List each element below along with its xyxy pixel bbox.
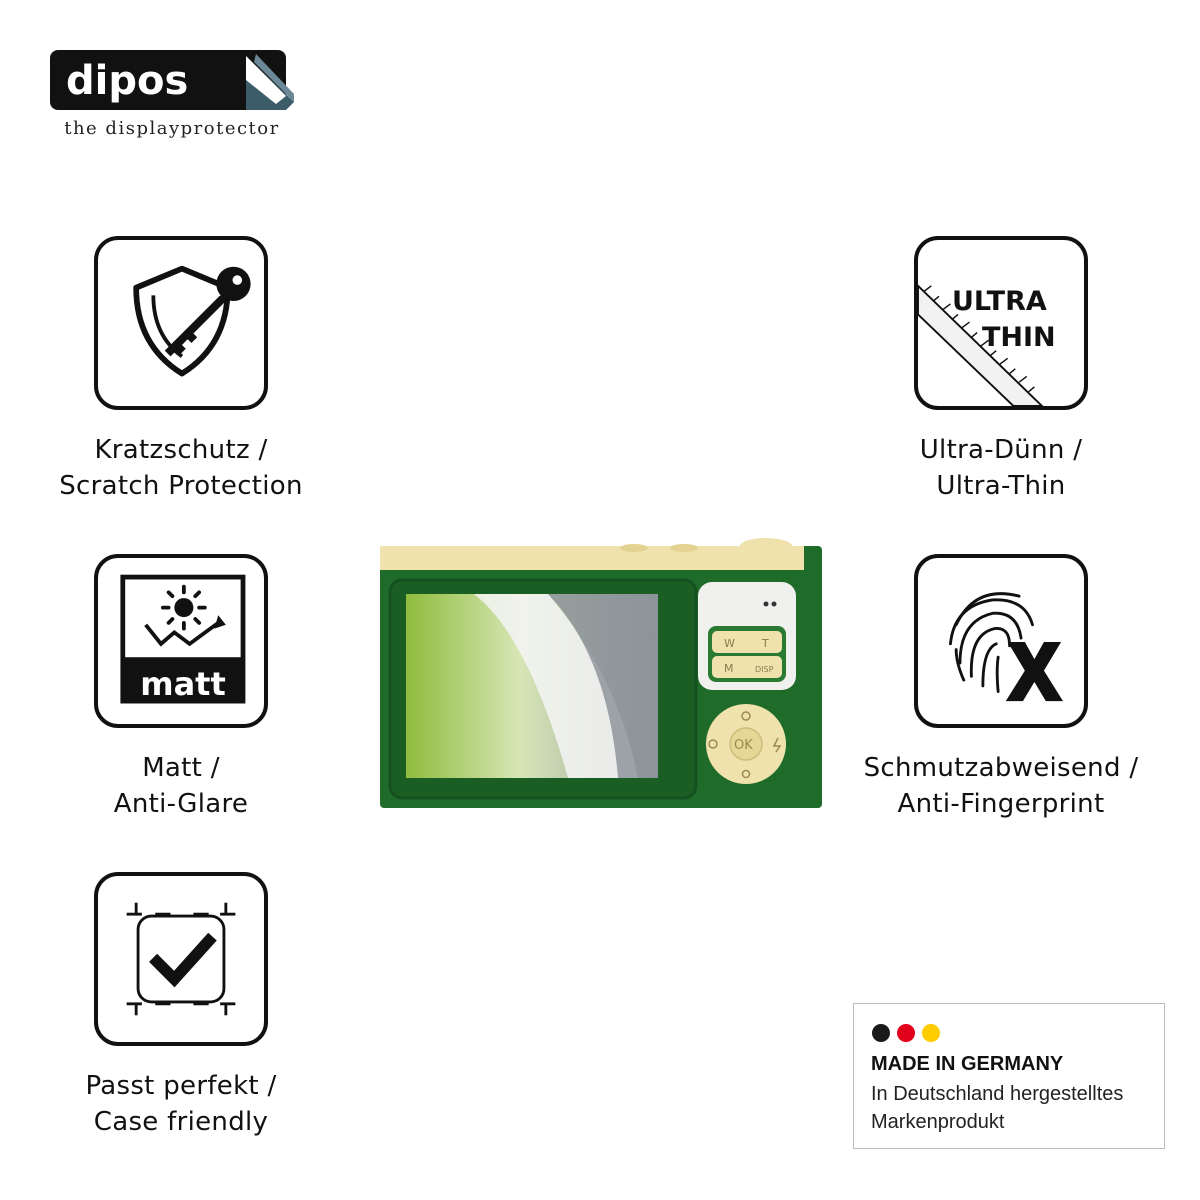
- ok-button[interactable]: [729, 727, 763, 761]
- checkmark-frame-icon: [94, 872, 268, 1046]
- feature-scratch-protection: Kratzschutz / Scratch Protection: [31, 236, 331, 504]
- camera-illustration: W T M DISP OK: [380, 538, 822, 808]
- mode-m-label: M: [724, 662, 734, 675]
- mode-button[interactable]: [712, 656, 782, 678]
- made-in-germany-badge: MADE IN GERMANY In Deutschland hergestel…: [853, 1003, 1165, 1149]
- feature-case-caption: Passt perfekt / Case friendly: [31, 1068, 331, 1140]
- feature-thin-caption: Ultra-Dünn / Ultra-Thin: [851, 432, 1151, 504]
- brand-logo: dipos the displayprotector: [50, 50, 294, 139]
- feature-finger-caption: Schmutzabweisend / Anti-Fingerprint: [821, 750, 1181, 822]
- caption-line: Anti-Glare: [113, 789, 249, 819]
- shield-key-icon: [94, 236, 268, 410]
- brand-name: dipos: [66, 58, 188, 104]
- fingerprint-x-icon: [914, 554, 1088, 728]
- zoom-w-label: W: [724, 637, 735, 650]
- feature-scratch-caption: Kratzschutz / Scratch Protection: [31, 432, 331, 504]
- feature-case-friendly: Passt perfekt / Case friendly: [31, 872, 331, 1140]
- caption-line: Matt /: [142, 753, 220, 783]
- brand-tagline: the displayprotector: [64, 118, 280, 139]
- feature-anti-fingerprint: Schmutzabweisend / Anti-Fingerprint: [851, 554, 1151, 822]
- logo-badge: dipos: [50, 50, 294, 110]
- flag-dots: [872, 1024, 942, 1046]
- matt-sun-icon: matt: [94, 554, 268, 728]
- flag-dot-black: [872, 1024, 890, 1042]
- ultra-badge-line1: ULTRA: [952, 286, 1047, 317]
- ok-label: OK: [734, 738, 753, 753]
- zoom-t-label: T: [761, 637, 769, 650]
- caption-line: Kratzschutz /: [94, 435, 268, 465]
- made-in-germany-subtitle: In Deutschland hergestelltes Markenprodu…: [871, 1083, 1124, 1133]
- flag-dot-gold: [922, 1024, 941, 1042]
- caption-line: Scratch Protection: [59, 471, 303, 501]
- matt-badge-text: matt: [140, 665, 226, 703]
- made-in-germany-title: MADE IN GERMANY: [871, 1053, 1064, 1075]
- caption-line: Anti-Fingerprint: [897, 789, 1105, 819]
- zoom-button[interactable]: [712, 631, 782, 653]
- caption-line: Passt perfekt /: [85, 1071, 277, 1101]
- feature-ultra-thin: ULTRA THIN Ultra-Dünn / Ultra-Thin: [851, 236, 1151, 504]
- caption-line: Case friendly: [93, 1107, 269, 1137]
- disp-label: DISP: [755, 665, 774, 674]
- flag-dot-red: [897, 1024, 916, 1042]
- ultra-thin-ruler-icon: ULTRA THIN: [914, 236, 1088, 410]
- caption-line: Ultra-Dünn /: [919, 435, 1083, 465]
- caption-line: Schmutzabweisend /: [863, 753, 1139, 783]
- feature-matt: matt Matt / Anti-Glare: [31, 554, 331, 822]
- caption-line: Ultra-Thin: [936, 471, 1066, 501]
- feature-matt-caption: Matt / Anti-Glare: [31, 750, 331, 822]
- ultra-badge-line2: THIN: [982, 322, 1056, 353]
